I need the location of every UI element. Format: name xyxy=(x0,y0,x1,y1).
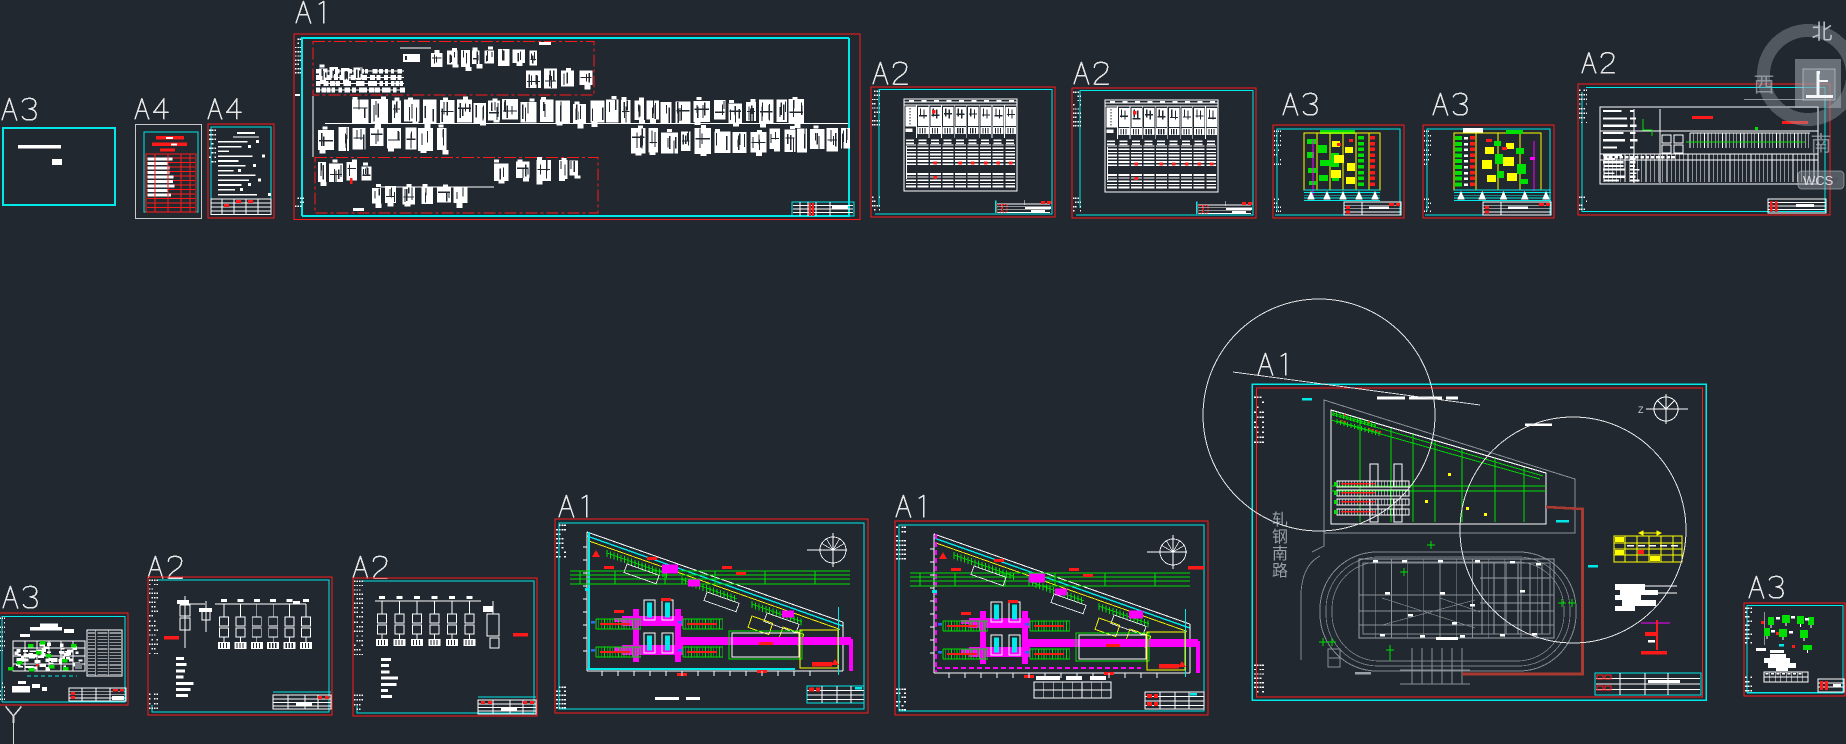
svg-text:西: 西 xyxy=(1754,74,1775,97)
svg-text:南: 南 xyxy=(1811,133,1832,156)
svg-text:轧: 轧 xyxy=(1272,511,1288,529)
svg-text:南: 南 xyxy=(1272,545,1288,563)
svg-text:北: 北 xyxy=(1812,21,1833,44)
svg-text:路: 路 xyxy=(1272,562,1288,580)
svg-text:WCS: WCS xyxy=(1803,173,1834,188)
svg-text:钢: 钢 xyxy=(1272,528,1288,546)
svg-text:Z: Z xyxy=(1638,405,1644,415)
